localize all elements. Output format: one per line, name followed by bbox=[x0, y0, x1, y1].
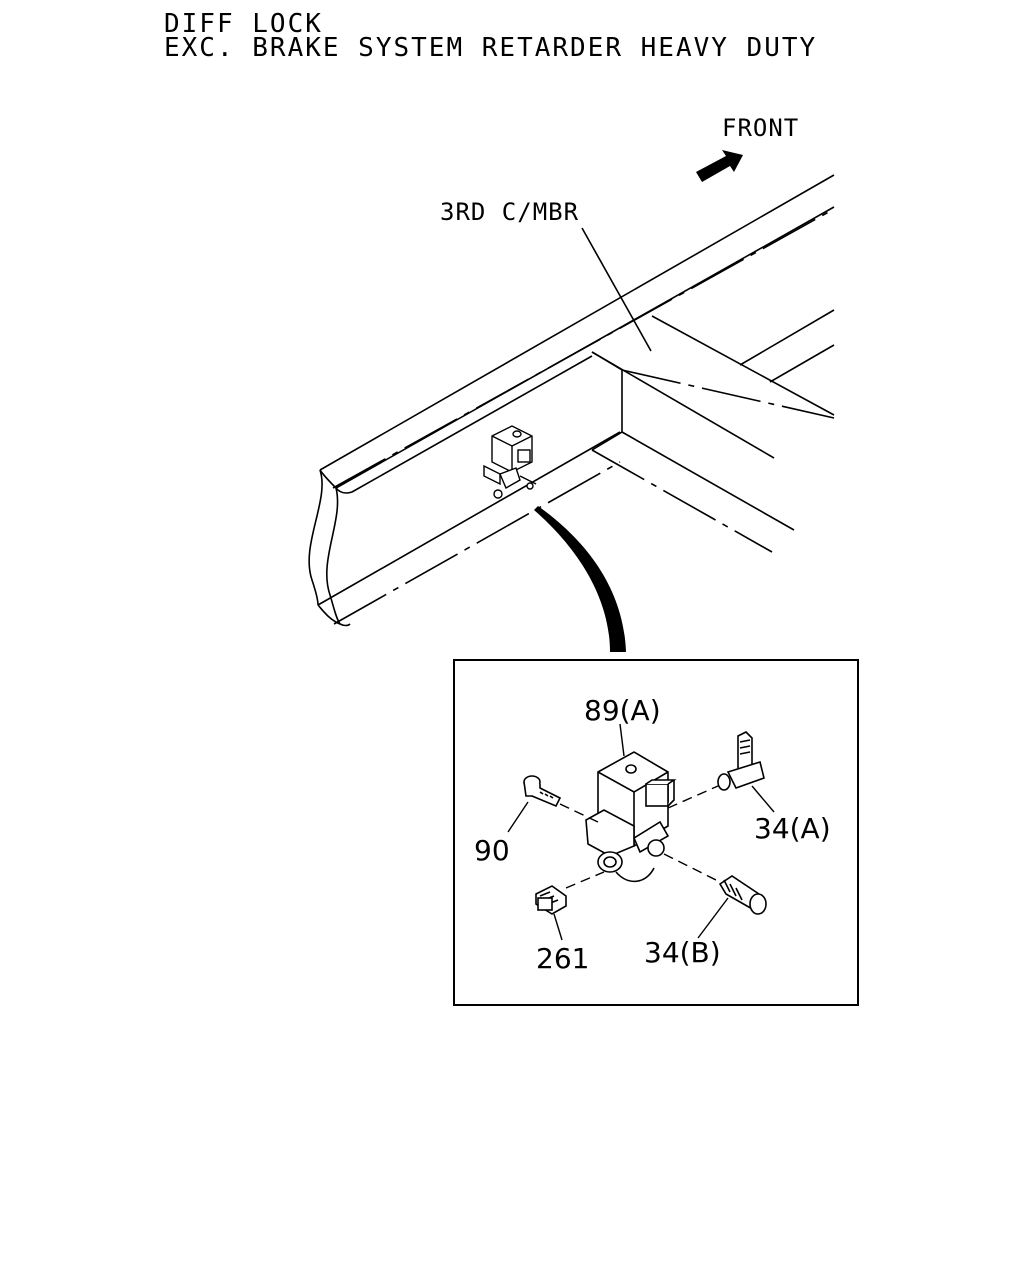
callout-elbow: 34(A) bbox=[754, 812, 831, 845]
callout-straight: 34(B) bbox=[644, 936, 721, 969]
straight-fitting-icon bbox=[718, 875, 767, 915]
callout-bolt: 90 bbox=[474, 834, 510, 867]
plug-leader-line bbox=[553, 913, 563, 941]
straight-leader-line bbox=[697, 897, 729, 939]
callout-valve: 89(A) bbox=[584, 694, 661, 727]
solenoid-valve bbox=[585, 751, 677, 883]
valve-location-icon bbox=[483, 425, 537, 499]
bolt-icon bbox=[523, 775, 562, 808]
crossmember-label: 3RD C/MBR bbox=[440, 198, 579, 226]
front-label: FRONT bbox=[722, 114, 799, 142]
plug-icon bbox=[535, 885, 567, 915]
detail-pointer bbox=[534, 506, 626, 652]
straight-guide-line bbox=[663, 853, 721, 883]
elbow-leader-line bbox=[751, 785, 775, 813]
plug-guide-line bbox=[565, 871, 605, 889]
elbow-fitting-icon bbox=[717, 731, 765, 791]
header-line-1: DIFF LOCK bbox=[164, 9, 323, 39]
bolt-leader-line bbox=[507, 801, 529, 833]
frame-rail bbox=[308, 174, 835, 627]
elbow-guide-line bbox=[667, 785, 719, 809]
crossmember-leader-line bbox=[581, 227, 652, 352]
valve-leader-line bbox=[619, 723, 625, 757]
bolt-guide-line bbox=[559, 803, 599, 823]
cross-member bbox=[591, 309, 835, 553]
header-line-2: EXC. BRAKE SYSTEM RETARDER HEAVY DUTY bbox=[164, 33, 817, 63]
front-arrow-icon bbox=[696, 150, 743, 182]
callout-plug: 261 bbox=[536, 942, 589, 975]
